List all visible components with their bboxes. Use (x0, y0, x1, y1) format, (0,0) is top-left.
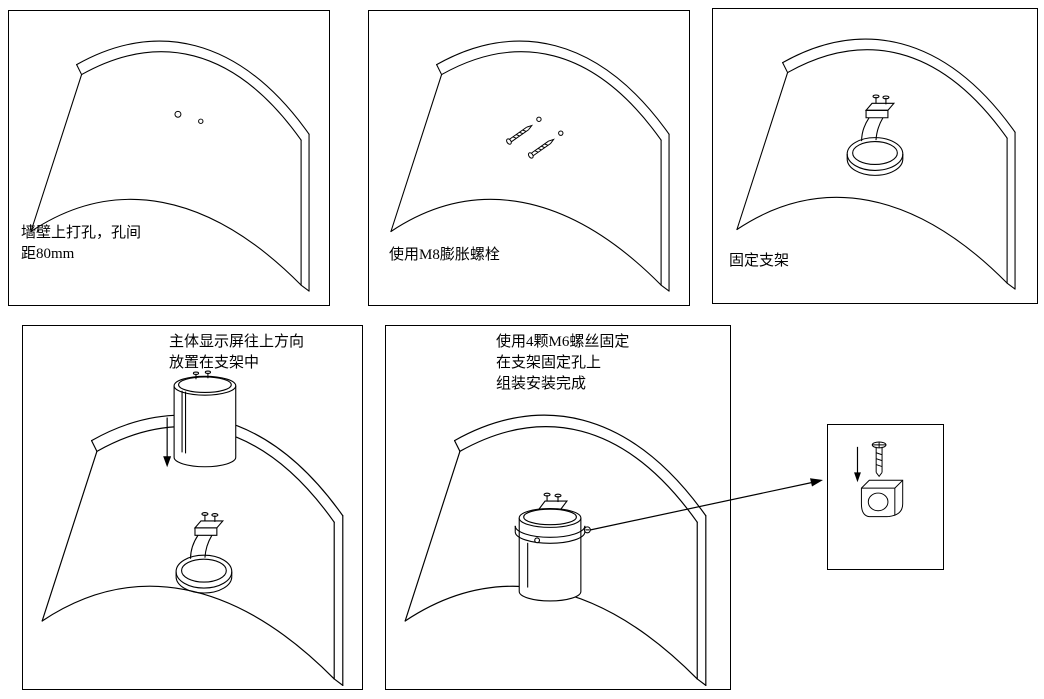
caption-line: 固定支架 (729, 253, 790, 269)
panel-step-3: 固定支架 (712, 8, 1038, 304)
step-4-drawing (41, 370, 344, 686)
assembled-device (514, 492, 591, 602)
panel-step-5: 使用4颗M6螺丝固定 在支架固定孔上 组装安装完成 (385, 325, 731, 690)
caption-line: 距80mm (21, 246, 75, 262)
screw-detail-drawing (854, 441, 904, 518)
panel-step-1: 墙壁上打孔，孔间 距80mm (8, 10, 330, 306)
panel-screw-detail (827, 424, 944, 570)
caption-line: 在支架固定孔上 (496, 355, 602, 371)
panel-step-2: 使用M8膨胀螺栓 (368, 10, 690, 306)
insert-direction-arrow (854, 446, 861, 483)
step-4-caption: 主体显示屏往上方向 放置在支架中 (169, 332, 304, 374)
step-1-caption: 墙壁上打孔，孔间 距80mm (21, 223, 141, 265)
m6-screw-icon (871, 441, 887, 478)
panel-step-4: 主体显示屏往上方向 放置在支架中 (22, 325, 363, 690)
caption-line: 组装安装完成 (496, 376, 587, 392)
caption-line: 使用M8膨胀螺栓 (389, 247, 500, 263)
mounting-bracket (175, 512, 233, 594)
caption-line: 放置在支架中 (169, 355, 260, 371)
step-2-drawing (390, 40, 670, 292)
step-1-drawing (30, 40, 310, 292)
bracket-clamp-piece (860, 479, 904, 518)
step-3-caption: 固定支架 (729, 251, 789, 272)
expansion-bolts (505, 116, 564, 160)
main-device-cylinder (173, 370, 237, 468)
insert-direction-arrow (163, 417, 172, 468)
m8-bolt-icon (526, 136, 556, 160)
step-5-caption: 使用4颗M6螺丝固定 在支架固定孔上 组装安装完成 (496, 332, 629, 395)
caption-line: 墙壁上打孔，孔间 (21, 225, 142, 241)
caption-line: 主体显示屏往上方向 (169, 334, 305, 350)
mounting-bracket (846, 94, 904, 176)
caption-line: 使用4颗M6螺丝固定 (496, 334, 630, 350)
step-2-caption: 使用M8膨胀螺栓 (389, 245, 500, 266)
m8-bolt-icon (505, 122, 534, 146)
drill-holes (174, 110, 204, 124)
